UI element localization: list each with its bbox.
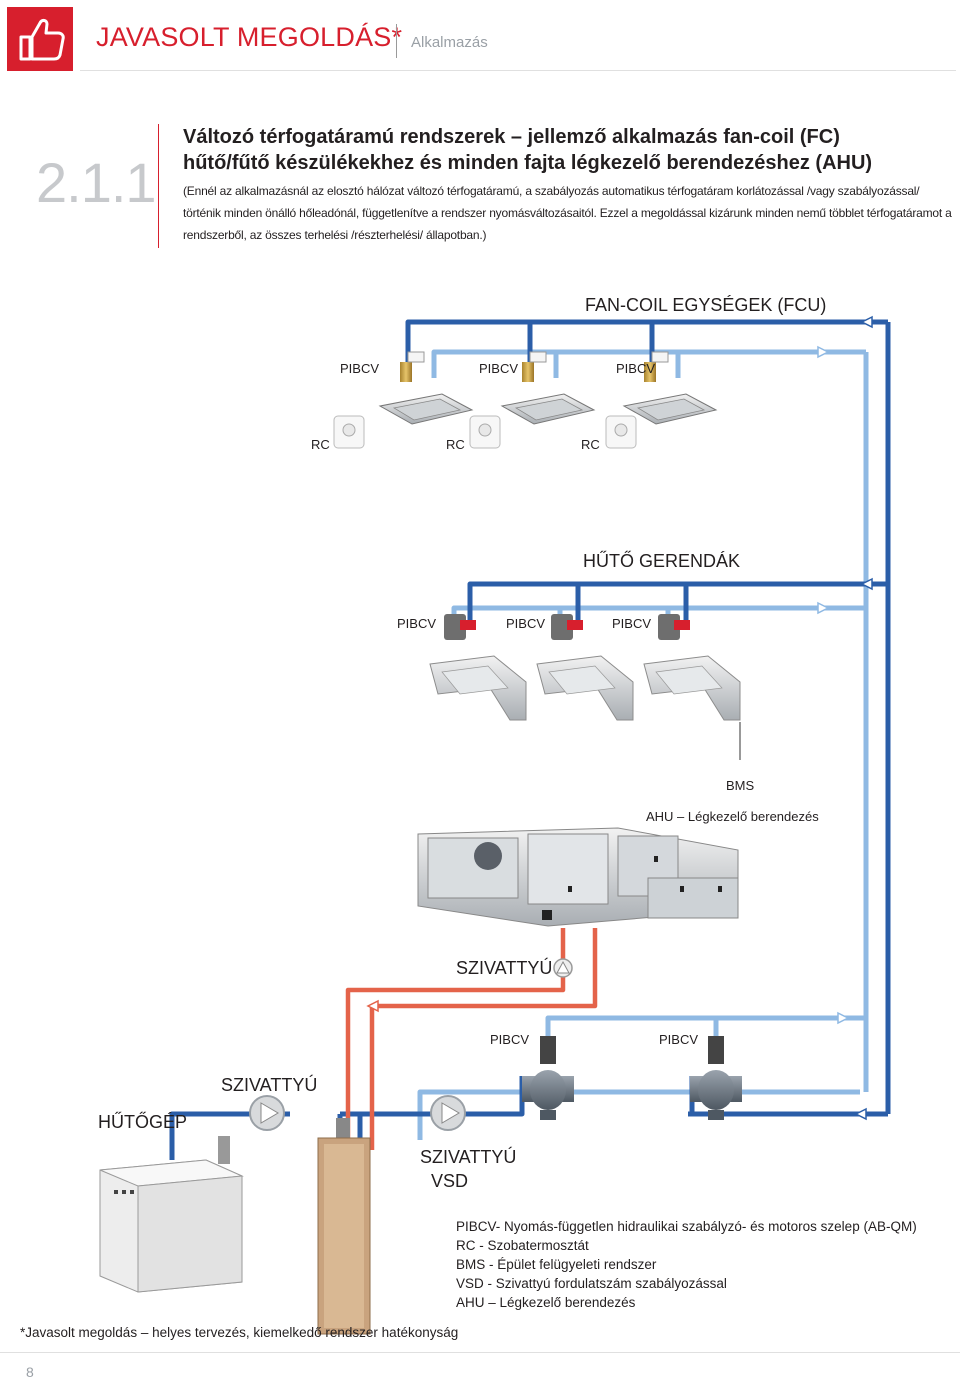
footer-divider	[0, 1352, 960, 1353]
legend: PIBCV- Nyomás-független hidraulikai szab…	[456, 1217, 917, 1312]
beam-valve-label-2: PIBCV	[506, 616, 545, 631]
header-divider	[80, 70, 956, 71]
ahu-valve-label-1: PIBCV	[490, 1032, 529, 1047]
supply-pipes	[169, 319, 891, 1160]
section-description: (Ennél az alkalmazásnál az elosztó hálóz…	[183, 184, 952, 242]
rc-label-2: RC	[446, 437, 465, 452]
thumbs-up-logo	[7, 7, 73, 71]
legend-item: VSD - Szivattyú fordulatszám szabályozás…	[456, 1276, 727, 1291]
header-title: JAVASOLT MEGOLDÁS*	[96, 22, 403, 52]
air-handling-unit	[417, 827, 739, 927]
page-number: 8	[26, 1364, 34, 1380]
return-pipes	[417, 349, 869, 1140]
section-number: 2.1.1	[36, 151, 157, 214]
vsd-pump-label-line1: SZIVATTYÚ	[420, 1146, 516, 1167]
fan-coil-unit-3	[622, 351, 718, 425]
legend-item: BMS - Épület felügyeleti rendszer	[456, 1257, 657, 1272]
section-accent-bar	[158, 124, 159, 248]
thumbs-up-icon	[19, 19, 65, 61]
fcu-valve-label-2: PIBCV	[479, 361, 518, 376]
hydraulic-separator	[317, 1118, 371, 1335]
beam-valve-label-3: PIBCV	[612, 616, 651, 631]
rc-label-1: RC	[311, 437, 330, 452]
header-subtitle: Alkalmazás	[411, 34, 488, 51]
ahu-pump-label: SZIVATTYÚ	[456, 957, 552, 978]
header-separator	[396, 24, 397, 58]
bms-label: BMS	[726, 778, 755, 793]
vsd-pump-label-line2: VSD	[431, 1171, 468, 1191]
room-controller-2	[469, 415, 501, 449]
return-flow-arrows	[817, 345, 850, 1025]
rc-label-3: RC	[581, 437, 600, 452]
vsd-pump-icon	[430, 1095, 466, 1131]
fcu-title: FAN-COIL EGYSÉGEK (FCU)	[585, 295, 826, 315]
heating-flow-arrows	[366, 999, 379, 1013]
primary-pump-icon	[249, 1095, 285, 1131]
legend-item: RC - Szobatermosztát	[456, 1238, 589, 1253]
chilled-beam-3	[643, 614, 741, 721]
ahu-label: AHU – Légkezelő berendezés	[646, 809, 819, 824]
legend-item: AHU – Légkezelő berendezés	[456, 1295, 636, 1310]
chiller-label: HŰTŐGÉP	[98, 1111, 187, 1132]
legend-item: PIBCV- Nyomás-független hidraulikai szab…	[456, 1219, 917, 1234]
fan-coil-unit-2	[500, 351, 596, 425]
flow-arrows	[854, 315, 873, 1121]
ahu-valve-1	[522, 1036, 574, 1120]
chilled-beam-1	[429, 614, 527, 721]
fcu-valve-label-3: PIBCV	[616, 361, 655, 376]
room-controller-3	[605, 415, 637, 449]
chilled-beam-2	[536, 614, 634, 721]
ahu-pump-icon	[553, 958, 573, 978]
ahu-valve-2	[690, 1036, 742, 1120]
footnote: *Javasolt megoldás – helyes tervezés, ki…	[20, 1325, 459, 1340]
beam-valve-label-1: PIBCV	[397, 616, 436, 631]
fan-coil-unit-1	[378, 351, 474, 425]
primary-pump-label: SZIVATTYÚ	[221, 1074, 317, 1095]
fcu-valve-label-1: PIBCV	[340, 361, 379, 376]
ahu-valve-label-2: PIBCV	[659, 1032, 698, 1047]
beam-title: HŰTŐ GERENDÁK	[583, 550, 740, 571]
chiller-unit	[99, 1136, 244, 1293]
room-controller-1	[333, 415, 365, 449]
section-title: Változó térfogatáramú rendszerek – jelle…	[183, 126, 873, 174]
